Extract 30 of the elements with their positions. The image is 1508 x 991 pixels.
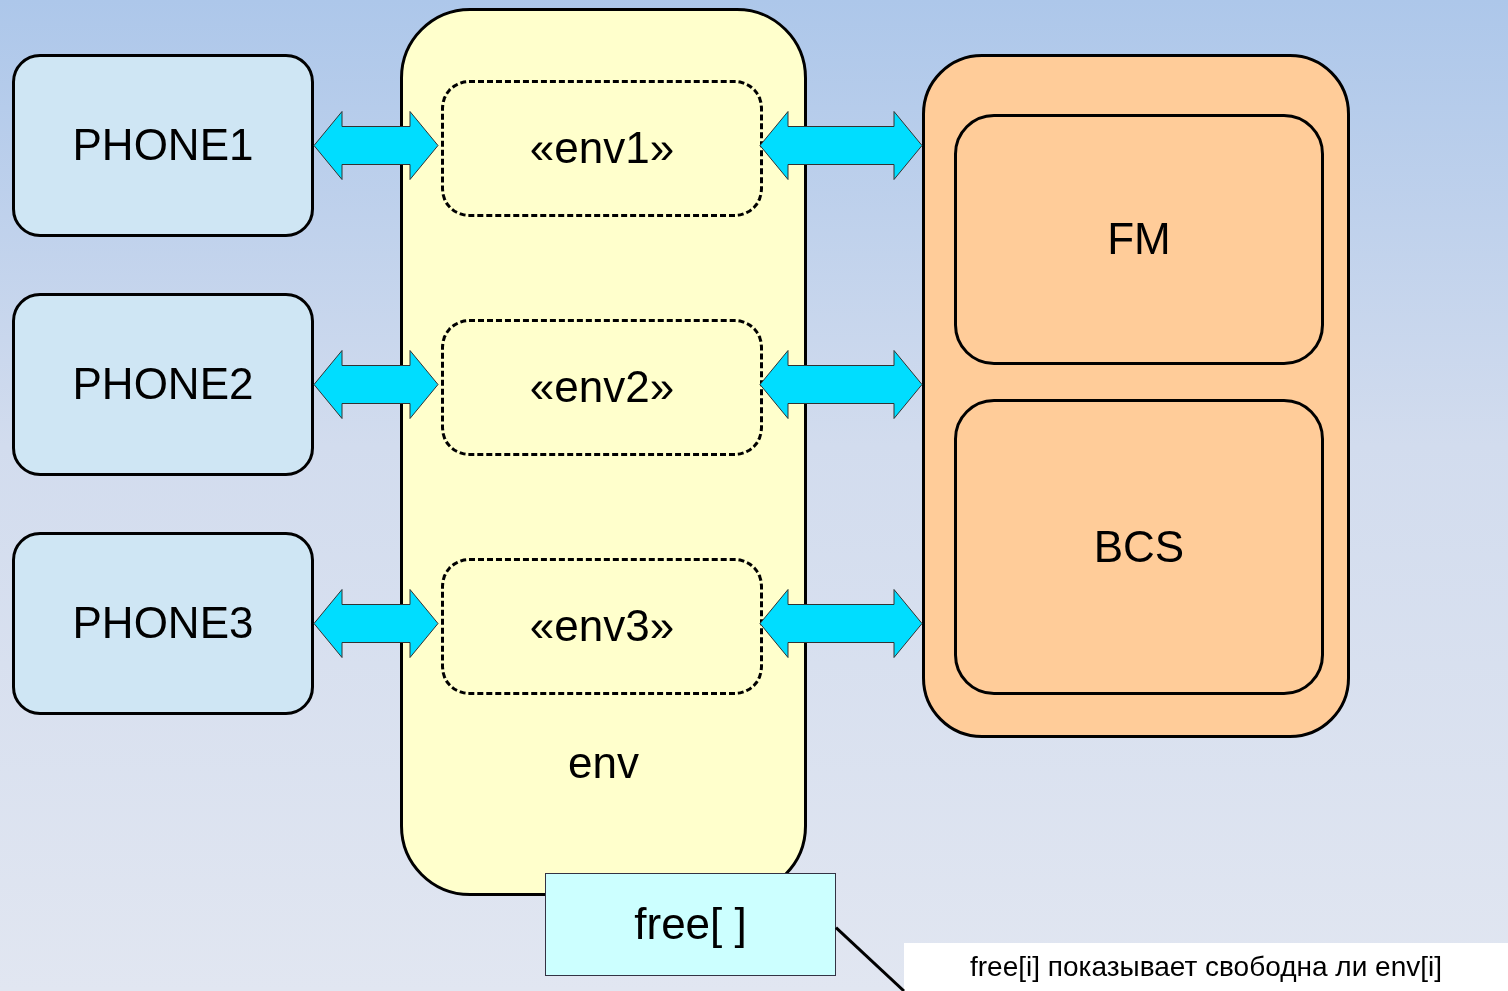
dashed-box (441, 80, 763, 217)
double-arrow (313, 111, 439, 180)
note-box (904, 943, 1508, 991)
double-arrow (759, 350, 923, 419)
box-label: «env3» (529, 601, 675, 652)
module-box (954, 114, 1324, 365)
phone-box (12, 532, 314, 715)
box-label: BCS (1093, 521, 1185, 573)
box-label: free[ ] (634, 899, 747, 950)
module-box (954, 399, 1324, 695)
group-box (922, 54, 1350, 738)
note-text: free[i] показывает свободна ли env[i] (970, 950, 1442, 984)
double-arrow (313, 350, 439, 419)
double-arrow (759, 111, 923, 180)
box-label: PHONE1 (72, 120, 254, 171)
container-box (400, 8, 807, 896)
dashed-box (441, 319, 763, 456)
box-label: FM (1107, 214, 1171, 265)
box-label: «env2» (529, 362, 675, 413)
phone-box (12, 54, 314, 237)
box-label: PHONE3 (72, 598, 254, 649)
phone-box (12, 293, 314, 476)
double-arrow (759, 589, 923, 658)
leader-line (834, 926, 906, 991)
box-label: env (568, 738, 639, 789)
dashed-box (441, 558, 763, 695)
box-label: «env1» (529, 123, 675, 174)
double-arrow (313, 589, 439, 658)
array-box (545, 873, 836, 976)
box-label: PHONE2 (72, 359, 254, 410)
